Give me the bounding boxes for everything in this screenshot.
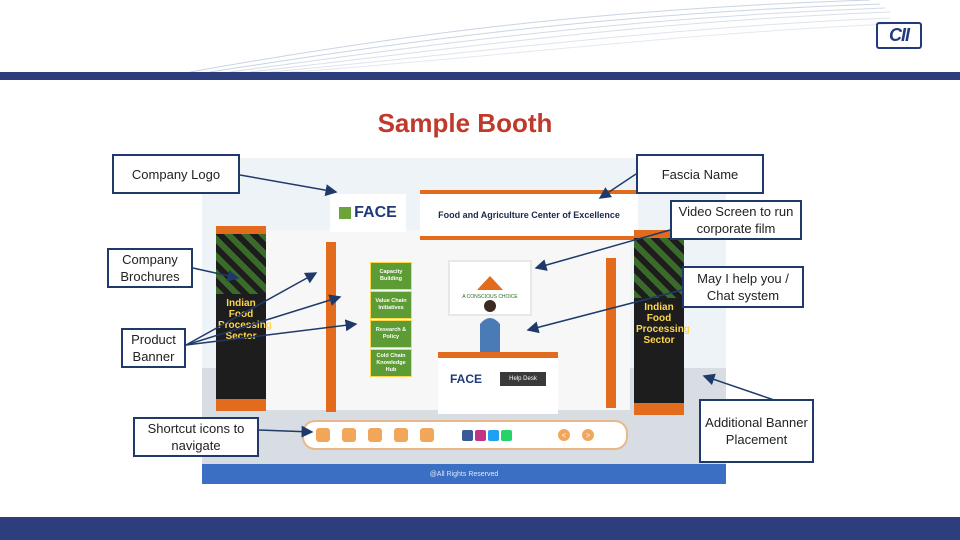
standee-right-text: Indian Food Processing Sector xyxy=(636,302,690,346)
shortcut-team-icon[interactable] xyxy=(342,428,356,442)
callout-fascia-name: Fascia Name xyxy=(636,154,764,194)
header-band xyxy=(0,72,960,80)
help-desk[interactable]: FACE Help Desk xyxy=(438,352,558,414)
shortcut-toolbar: < > xyxy=(302,420,628,450)
shortcut-home-icon[interactable] xyxy=(316,428,330,442)
booth-footer: @All Rights Reserved xyxy=(202,464,726,484)
footer-band xyxy=(0,517,960,540)
help-desk-label: Help Desk xyxy=(500,372,546,386)
menu-capacity-building[interactable]: Capacity Building xyxy=(370,262,412,290)
standee-pattern xyxy=(216,234,266,294)
callout-company-logo: Company Logo xyxy=(112,154,240,194)
callout-additional-banner: Additional Banner Placement xyxy=(699,399,814,463)
callout-company-brochures: Company Brochures xyxy=(107,248,193,288)
shortcut-chat-icon[interactable] xyxy=(420,428,434,442)
shortcut-video-icon[interactable] xyxy=(368,428,382,442)
help-desk-person-icon[interactable] xyxy=(476,298,504,358)
menu-research-policy[interactable]: Research & Policy xyxy=(370,320,412,348)
header-swoosh-graphic xyxy=(189,0,890,72)
callout-product-banner: Product Banner xyxy=(121,328,186,368)
standee-left: Indian Food Processing Sector xyxy=(216,226,272,411)
standee-left-text: Indian Food Processing Sector xyxy=(218,298,272,342)
menu-cold-chain[interactable]: Cold Chain Knowledge Hub xyxy=(370,349,412,377)
twitter-icon[interactable] xyxy=(488,429,499,441)
booth-logo-text: FACE xyxy=(354,204,397,221)
whatsapp-icon[interactable] xyxy=(501,429,512,441)
prev-arrow-icon[interactable]: < xyxy=(558,429,570,441)
shortcut-document-icon[interactable] xyxy=(394,428,408,442)
cii-logo: CII xyxy=(876,22,922,49)
standee-pattern xyxy=(634,238,684,298)
screen-caption: A CONSCIOUS CHOICE xyxy=(462,294,518,300)
booth-company-logo: FACE xyxy=(330,194,406,232)
instagram-icon[interactable] xyxy=(475,429,486,441)
booth-scene: FACE Food and Agriculture Center of Exce… xyxy=(202,158,726,484)
face-mark-icon xyxy=(339,207,352,219)
menu-value-chain[interactable]: Value Chain Initiatives xyxy=(370,291,412,319)
callout-help-chat: May I help you / Chat system xyxy=(682,266,804,308)
callout-video-screen: Video Screen to run corporate film xyxy=(670,200,802,240)
facebook-icon[interactable] xyxy=(462,429,473,441)
booth-pillar-right xyxy=(606,258,616,408)
standee-right: Indian Food Processing Sector xyxy=(634,230,690,415)
desk-logo: FACE xyxy=(450,372,483,386)
booth-fascia: Food and Agriculture Center of Excellenc… xyxy=(420,190,638,240)
booth-pillar-left xyxy=(326,242,336,412)
next-arrow-icon[interactable]: > xyxy=(582,429,594,441)
fortified-house-icon xyxy=(477,276,503,290)
page-title: Sample Booth xyxy=(377,108,553,138)
callout-shortcut-icons: Shortcut icons to navigate xyxy=(133,417,259,457)
